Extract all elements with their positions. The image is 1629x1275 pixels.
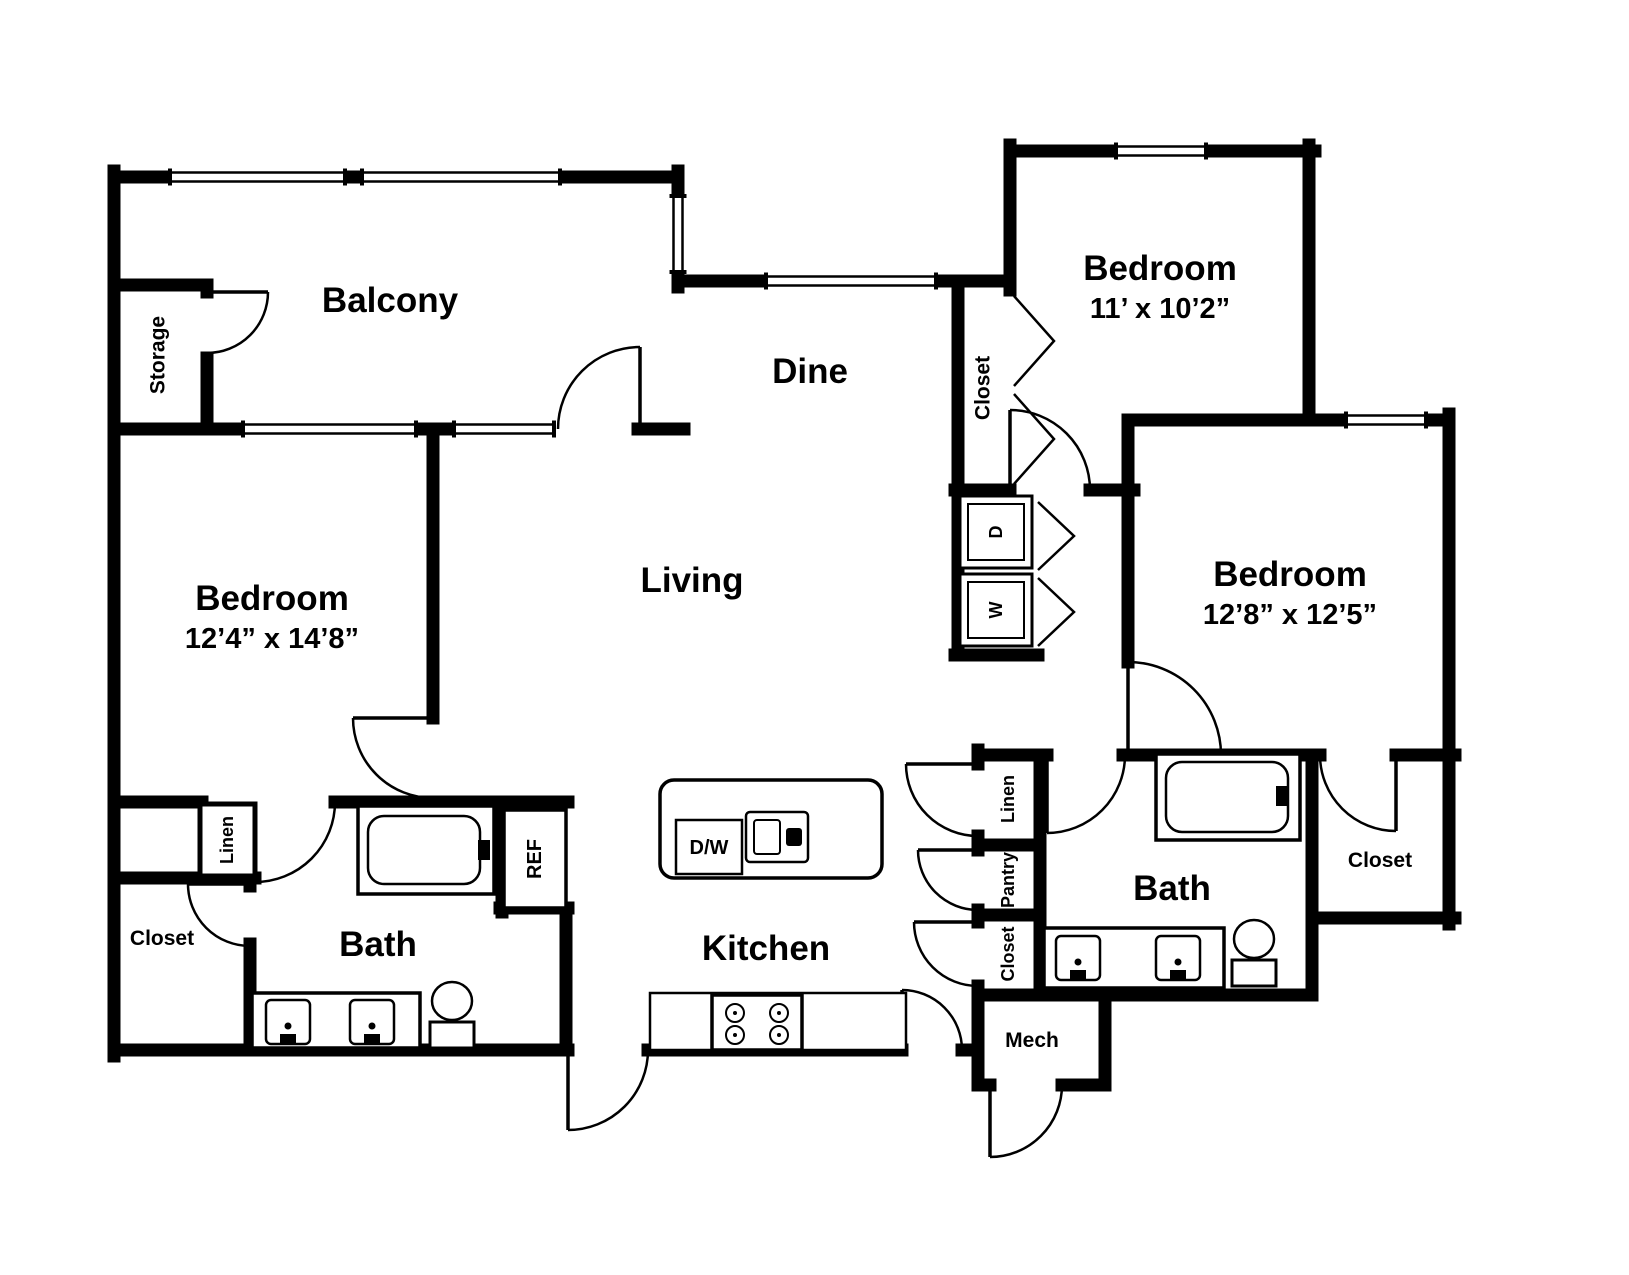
dryer (958, 494, 1034, 570)
labels: Balcony Storage Dine Bedroom 11’ x 10’2”… (130, 249, 1412, 1052)
closet-hall-door (912, 920, 979, 988)
bedroom-right-dimensions: 12’8” x 12’5” (1203, 599, 1377, 631)
kitchen-island (658, 778, 884, 880)
sink-icon (1154, 934, 1202, 982)
pantry-label: Pantry (998, 852, 1018, 908)
living-label: Living (640, 561, 743, 600)
storage-label: Storage (147, 316, 170, 394)
bedroom-right-label: Bedroom (1213, 555, 1367, 594)
linen-right-label: Linen (998, 775, 1018, 823)
refrigerator-label: REF (524, 839, 546, 879)
linen-left-label: Linen (217, 816, 237, 864)
tub-faucet-icon (478, 840, 490, 860)
vanity-right (1042, 926, 1226, 990)
bathtub-left (356, 804, 496, 896)
dishwasher-box (674, 818, 744, 876)
bedroom-right-door (1126, 660, 1223, 756)
linen-right-door (904, 762, 979, 838)
window (360, 168, 562, 186)
closet-left-label: Closet (130, 927, 194, 950)
toilet-right (1230, 918, 1278, 988)
storage-door (206, 290, 270, 355)
bedroom-top-label: Bedroom (1083, 249, 1237, 288)
sink-icon (264, 998, 312, 1046)
bedroom-left-door (351, 716, 434, 800)
kitchen-label: Kitchen (702, 929, 830, 968)
closet-top-label: Closet (972, 356, 995, 420)
bath-left-label: Bath (339, 925, 417, 964)
walls (107, 138, 1462, 1092)
tub-faucet-icon (1276, 786, 1288, 806)
fixtures (197, 494, 1302, 1052)
window (669, 194, 687, 274)
washer-label: W (986, 602, 1006, 619)
toilet-left (428, 980, 476, 1050)
closet-top-bifold-doors (1013, 295, 1056, 485)
stove (648, 991, 908, 1052)
vanity-left (250, 991, 422, 1050)
bath-right-door (1045, 754, 1127, 835)
bedroom-top-door (1008, 408, 1092, 491)
bedroom-left-dimensions: 12’4” x 14’8” (185, 623, 359, 655)
entry-door (566, 1049, 650, 1132)
mech-door (988, 1084, 1064, 1159)
bathtub-right (1154, 752, 1302, 842)
pantry-door (916, 848, 979, 912)
windows (168, 142, 1428, 438)
window (764, 272, 938, 290)
window (241, 420, 418, 438)
dishwasher-label: D/W (690, 837, 729, 859)
closet-left-door (186, 882, 251, 948)
linen-left-box (197, 801, 258, 879)
closet-right-label: Closet (1348, 849, 1412, 872)
laundry-bifold-doors (1037, 501, 1076, 647)
window (168, 168, 347, 186)
closet-right-door (1318, 754, 1398, 833)
mech-label: Mech (1005, 1029, 1059, 1052)
bedroom-top-dimensions: 11’ x 10’2” (1090, 293, 1230, 325)
balcony-door (556, 345, 642, 430)
window (1114, 142, 1208, 160)
sink-icon (1054, 934, 1102, 982)
kitchen-sink-icon (744, 810, 810, 864)
closet-hall-label: Closet (998, 926, 1018, 981)
bedroom-left-label: Bedroom (195, 579, 349, 618)
sink-icon (348, 998, 396, 1046)
dryer-label: D (986, 526, 1006, 539)
washer (958, 572, 1034, 648)
window (1344, 411, 1428, 429)
refrigerator (502, 808, 568, 910)
balcony-label: Balcony (322, 281, 459, 320)
window (452, 420, 556, 438)
bath-right-label: Bath (1133, 869, 1211, 908)
dine-label: Dine (772, 352, 848, 391)
